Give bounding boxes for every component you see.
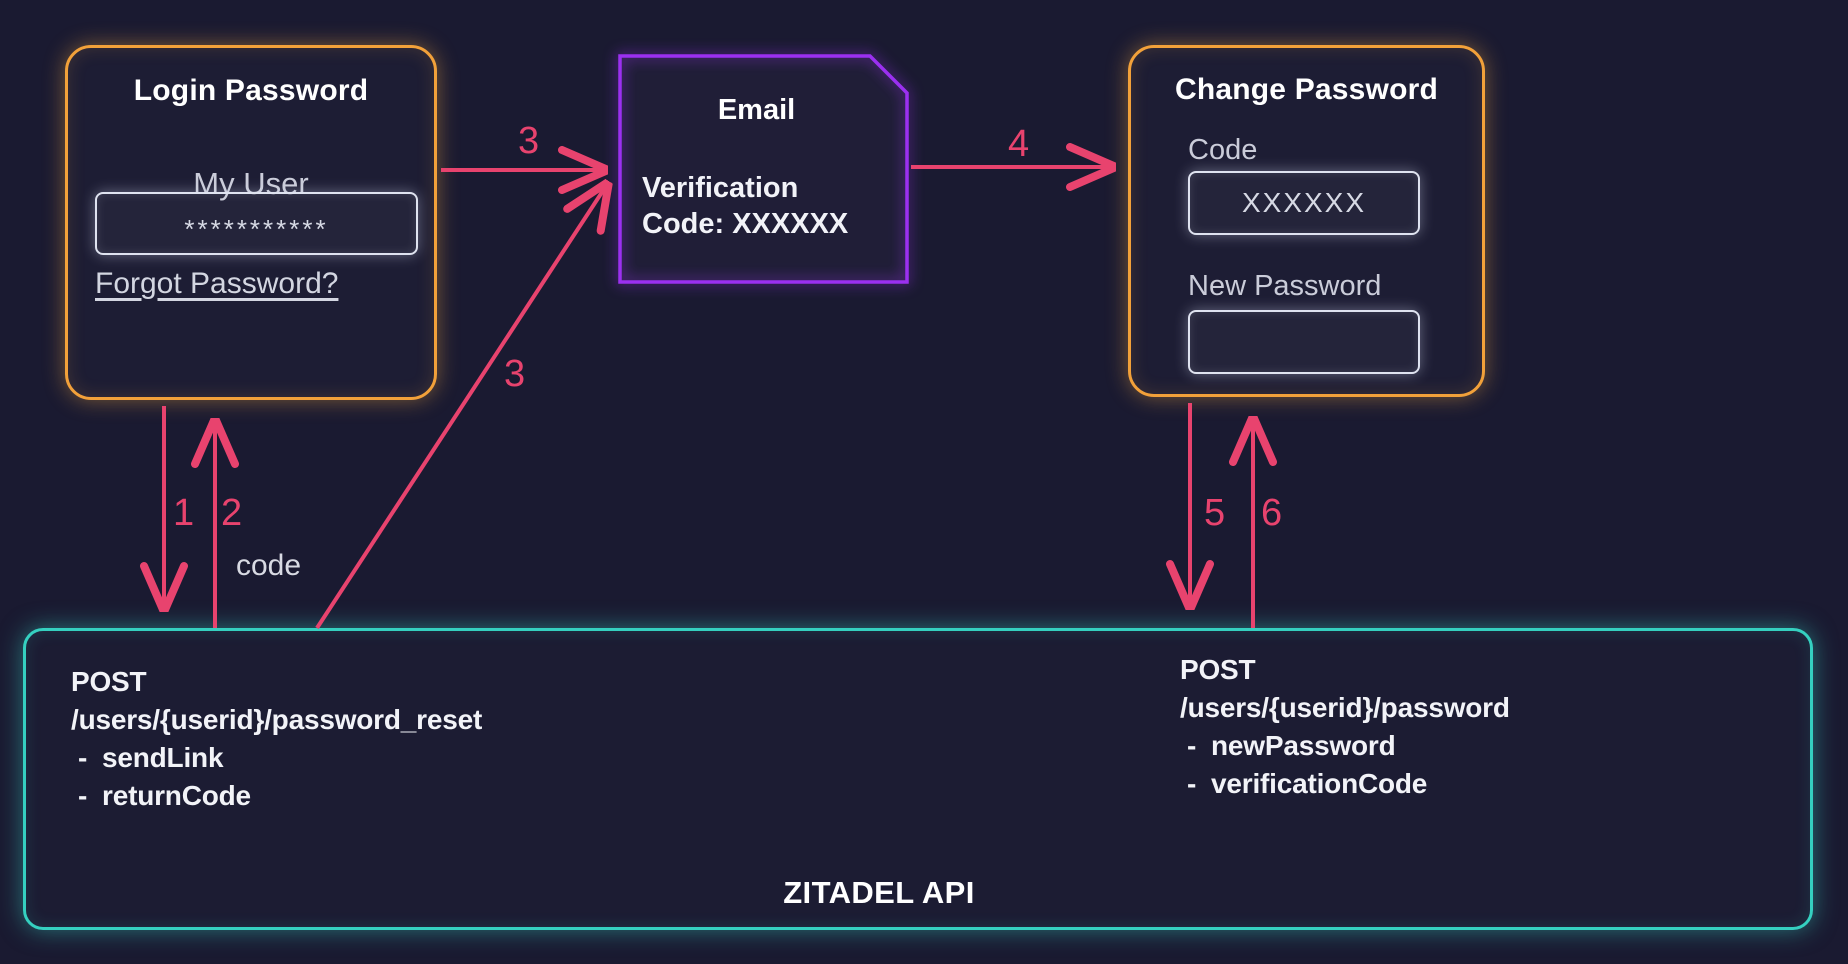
email-box: Email Verification Code: XXXXXX [620, 56, 907, 282]
param-bullet: - [78, 742, 88, 773]
forgot-password-link[interactable]: Forgot Password? [95, 267, 339, 300]
endpoint-method: POST [71, 666, 147, 697]
endpoint-param: - verificationCode [1180, 765, 1510, 803]
email-verification-line2: Code: XXXXXX [642, 208, 849, 240]
param-bullet: - [1187, 730, 1197, 761]
email-verification-line1: Verification [642, 172, 799, 204]
step2-code-note: code [236, 549, 302, 582]
param-name: verificationCode [1211, 768, 1428, 799]
step-label-6: 6 [1261, 492, 1283, 534]
param-name: newPassword [1211, 730, 1396, 761]
endpoint-path: /users/{userid}/password [1180, 692, 1510, 723]
param-name: sendLink [102, 742, 224, 773]
login-box-title: Login Password [133, 74, 369, 107]
endpoint-param: - returnCode [71, 777, 482, 815]
param-bullet: - [78, 780, 88, 811]
email-box-title: Email [717, 94, 796, 126]
endpoint-param: - newPassword [1180, 727, 1510, 765]
password-input[interactable] [95, 192, 418, 255]
new-password-input[interactable] [1188, 310, 1420, 374]
param-name: returnCode [102, 780, 251, 811]
endpoint-password-reset: POST /users/{userid}/password_reset - se… [71, 663, 482, 815]
step-label-3-horizontal: 3 [518, 120, 540, 162]
step-label-3-diagonal: 3 [504, 353, 526, 395]
endpoint-param: - sendLink [71, 739, 482, 777]
endpoint-method: POST [1180, 654, 1256, 685]
step-label-2: 2 [221, 492, 243, 534]
change-box-title: Change Password [1174, 73, 1439, 106]
new-password-field-label: New Password [1188, 270, 1382, 302]
email-verification-text: Verification Code: XXXXXX [642, 170, 848, 242]
param-bullet: - [1187, 768, 1197, 799]
step-label-5: 5 [1204, 492, 1226, 534]
code-field-label: Code [1188, 134, 1258, 166]
endpoint-path: /users/{userid}/password_reset [71, 704, 483, 735]
api-box-title: ZITADEL API [783, 875, 975, 910]
zitadel-api-box: POST /users/{userid}/password_reset - se… [23, 628, 1813, 930]
change-password-box: Change Password Code New Password [1128, 45, 1485, 397]
login-password-box: Login Password My User Forgot Password? [65, 45, 437, 400]
code-input[interactable] [1188, 171, 1420, 235]
endpoint-password: POST /users/{userid}/password - newPassw… [1180, 651, 1510, 803]
step-label-4: 4 [1008, 123, 1030, 165]
step-label-1: 1 [173, 492, 195, 534]
